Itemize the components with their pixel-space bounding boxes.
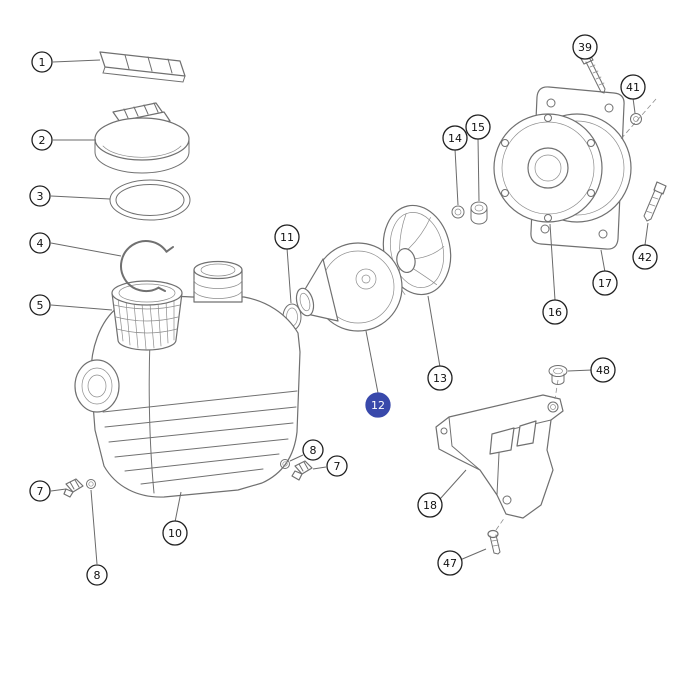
- svg-text:47: 47: [443, 557, 457, 570]
- callout-2[interactable]: 2: [31, 129, 53, 151]
- part-drain-plug-right: [291, 460, 313, 481]
- callout-39[interactable]: 39: [572, 34, 598, 60]
- callout-10[interactable]: 10: [162, 520, 188, 546]
- callout-3[interactable]: 3: [29, 185, 51, 207]
- callout-13[interactable]: 13: [427, 365, 453, 391]
- leader-lines: [50, 54, 649, 565]
- svg-text:11: 11: [280, 231, 294, 244]
- callout-16[interactable]: 16: [542, 299, 568, 325]
- callout-12-selected[interactable]: 12: [365, 392, 391, 418]
- callout-7-left[interactable]: 7: [29, 480, 51, 502]
- callout-48[interactable]: 48: [590, 357, 616, 383]
- part-seal-plate: [493, 113, 603, 223]
- svg-text:17: 17: [598, 277, 612, 290]
- svg-text:8: 8: [310, 444, 317, 457]
- svg-text:7: 7: [334, 460, 341, 473]
- svg-text:39: 39: [578, 41, 592, 54]
- svg-text:16: 16: [548, 306, 562, 319]
- part-motor-bracket: [435, 394, 564, 519]
- svg-text:3: 3: [37, 190, 44, 203]
- part-drain-plug-left: [63, 478, 84, 498]
- part-mechanical-seal: [470, 201, 488, 225]
- svg-text:14: 14: [448, 132, 462, 145]
- callout-4[interactable]: 4: [29, 232, 51, 254]
- svg-text:10: 10: [168, 527, 182, 540]
- svg-text:7: 7: [37, 485, 44, 498]
- callout-14[interactable]: 14: [442, 125, 468, 151]
- callout-47[interactable]: 47: [437, 550, 463, 576]
- part-screw-42: [643, 181, 667, 222]
- svg-text:2: 2: [39, 134, 46, 147]
- callout-1[interactable]: 1: [31, 51, 53, 73]
- part-strainer-basket: [111, 280, 183, 351]
- callout-42[interactable]: 42: [632, 244, 658, 270]
- callout-11[interactable]: 11: [274, 224, 300, 250]
- callout-8-right[interactable]: 8: [302, 439, 324, 461]
- part-flange-washer: [619, 98, 657, 141]
- callout-18[interactable]: 18: [417, 492, 443, 518]
- part-screw-47: [487, 516, 506, 555]
- svg-text:13: 13: [433, 372, 447, 385]
- callout-8-left[interactable]: 8: [86, 564, 108, 586]
- part-retaining-clip: [120, 240, 174, 293]
- callout-15[interactable]: 15: [465, 114, 491, 140]
- svg-text:12: 12: [371, 399, 385, 412]
- part-lid-o-ring: [109, 179, 191, 221]
- svg-text:42: 42: [638, 251, 652, 264]
- svg-text:8: 8: [94, 569, 101, 582]
- part-drain-plug-o-ring-right: [280, 459, 290, 469]
- part-diffuser: [295, 242, 403, 332]
- part-slinger-washer: [451, 205, 465, 219]
- part-lid-handle: [99, 51, 186, 83]
- svg-text:15: 15: [471, 121, 485, 134]
- svg-text:1: 1: [39, 56, 46, 69]
- svg-text:18: 18: [423, 499, 437, 512]
- callout-7-right[interactable]: 7: [326, 455, 348, 477]
- part-bracket-grommet: [548, 365, 568, 400]
- svg-text:4: 4: [37, 237, 44, 250]
- part-drain-plug-o-ring-left: [86, 479, 96, 489]
- callout-5[interactable]: 5: [29, 294, 51, 316]
- svg-text:41: 41: [626, 81, 640, 94]
- callout-17[interactable]: 17: [592, 270, 618, 296]
- part-pump-housing: [74, 260, 301, 498]
- part-strainer-lid: [94, 102, 190, 174]
- svg-text:48: 48: [596, 364, 610, 377]
- svg-text:5: 5: [37, 299, 44, 312]
- callout-41[interactable]: 41: [620, 74, 646, 100]
